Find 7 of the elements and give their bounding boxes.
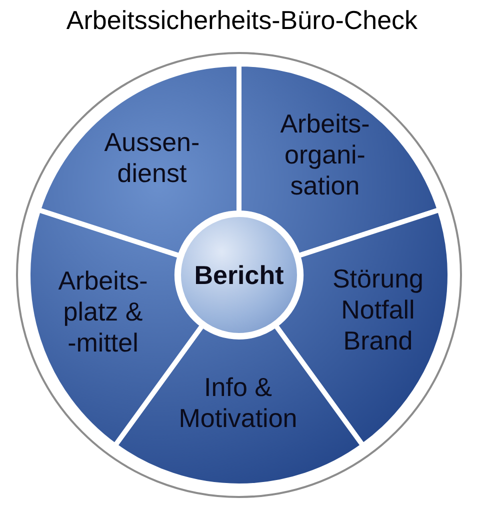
- diagram-title: Arbeitssicherheits-Büro-Check: [65, 4, 419, 37]
- center-label: Bericht: [194, 258, 284, 292]
- segment-label: Arbeits- platz & -mittel: [58, 266, 148, 358]
- segment-label: Aussen- dienst: [103, 127, 201, 189]
- segment-label: Arbeits- organi- sation: [279, 108, 371, 202]
- segment-label: Störung Notfall Brand: [331, 264, 425, 356]
- segment-label: Info & Motivation: [178, 372, 298, 434]
